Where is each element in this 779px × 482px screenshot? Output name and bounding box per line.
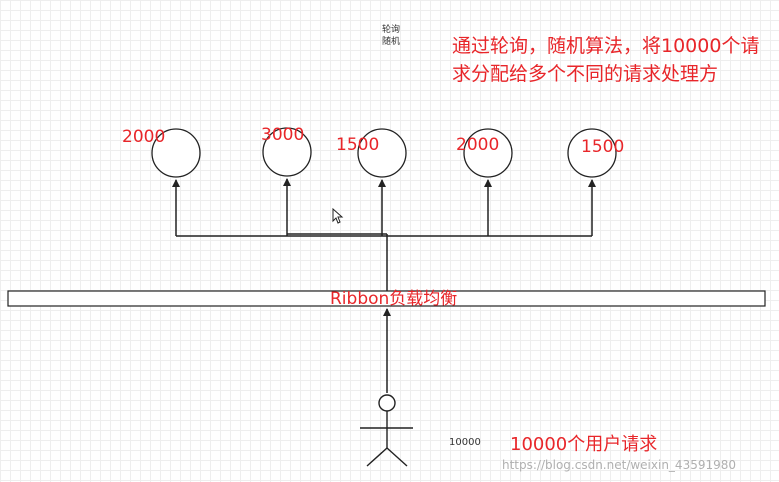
- algorithm-label-line-2: 随机: [382, 37, 401, 47]
- load-balancer-label: Ribbon负载均衡: [330, 289, 458, 309]
- small-count-label: 10000: [449, 437, 481, 448]
- mouse-cursor-icon: [332, 207, 344, 224]
- weight-label-1: 2000: [122, 127, 166, 147]
- handler-circle-1: [151, 128, 201, 178]
- handler-circle-4: [463, 128, 513, 178]
- distribution-bus-line: [176, 233, 592, 237]
- algorithm-label-line-1: 轮询: [382, 25, 401, 35]
- load-balancer-bar: [7, 290, 766, 307]
- weight-label-3: 1500: [336, 135, 380, 155]
- handler-circle-2: [262, 127, 312, 177]
- watermark-text: https://blog.csdn.net/weixin_43591980: [502, 458, 737, 472]
- description-text: 通过轮询，随机算法，将10000个请求分配给多个不同的请求处理方: [452, 35, 760, 85]
- weight-label-2: 3000: [261, 125, 305, 145]
- user-requests-label: 10000个用户请求: [510, 434, 658, 455]
- algorithm-label: 轮询 随机: [382, 24, 400, 48]
- weight-label-4: 2000: [456, 135, 500, 155]
- weight-label-5: 1500: [581, 137, 625, 157]
- handler-circle-5: [567, 128, 617, 178]
- user-actor-icon: [360, 394, 413, 467]
- handler-circle-3: [357, 128, 407, 178]
